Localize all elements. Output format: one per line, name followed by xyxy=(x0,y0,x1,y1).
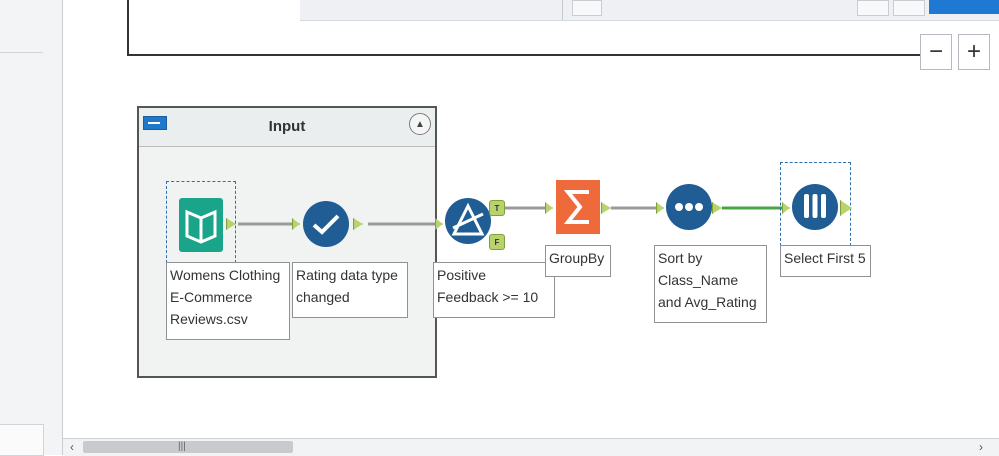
container-title: Input xyxy=(268,118,306,135)
panel-divider xyxy=(0,52,43,53)
tool-label-sort: Sort by Class_Name and Avg_Rating xyxy=(654,245,767,323)
test-tubes-icon xyxy=(804,194,826,218)
tool-label-sample: Select First 5 xyxy=(780,245,871,277)
container-header[interactable]: Input ▲ xyxy=(139,108,435,147)
chevron-up-icon: ▲ xyxy=(415,118,425,130)
dots-icon xyxy=(675,203,703,211)
top-toolbar-strip xyxy=(300,0,999,21)
sigma-icon xyxy=(556,180,600,234)
filter-tool[interactable] xyxy=(445,198,491,244)
checkmark-icon xyxy=(312,214,340,235)
false-anchor[interactable]: F xyxy=(489,234,505,250)
tool-label-input: Womens Clothing E-Commerce Reviews.csv xyxy=(166,262,290,340)
plus-icon: + xyxy=(966,38,981,65)
upper-container-outline xyxy=(127,0,927,56)
book-icon xyxy=(179,198,223,252)
toolbar-button[interactable] xyxy=(893,0,925,16)
input-data-tool[interactable] xyxy=(179,198,223,252)
left-panel xyxy=(0,0,63,456)
scroll-thumb[interactable]: ||| xyxy=(83,441,293,453)
toolbar-button[interactable] xyxy=(572,0,602,16)
horizontal-scrollbar[interactable]: ‹ ||| › xyxy=(63,438,999,456)
minus-icon: − xyxy=(928,38,943,65)
true-anchor[interactable]: T xyxy=(489,200,505,216)
zoom-out-button[interactable]: − xyxy=(920,34,952,70)
toolbar-primary-button[interactable] xyxy=(929,0,999,14)
sample-tool[interactable] xyxy=(792,184,838,230)
tool-label-filter: Positive Feedback >= 10 xyxy=(433,262,555,318)
grip-icon: ||| xyxy=(178,441,186,452)
sort-tool[interactable] xyxy=(666,184,712,230)
tool-label-select: Rating data type changed xyxy=(292,262,408,318)
zoom-in-button[interactable]: + xyxy=(958,34,990,70)
scroll-right-button[interactable]: › xyxy=(979,440,983,454)
container-icon xyxy=(143,116,167,130)
toolbar-button[interactable] xyxy=(857,0,889,16)
summarize-tool[interactable] xyxy=(556,180,600,234)
select-tool[interactable] xyxy=(303,201,349,247)
toolbar-separator xyxy=(562,0,563,20)
tool-label-summarize: GroupBy xyxy=(545,245,611,277)
scroll-left-button[interactable]: ‹ xyxy=(70,440,74,454)
panel-bottom-box[interactable] xyxy=(0,424,44,456)
collapse-button[interactable]: ▲ xyxy=(409,113,431,135)
filter-icon xyxy=(451,202,485,236)
